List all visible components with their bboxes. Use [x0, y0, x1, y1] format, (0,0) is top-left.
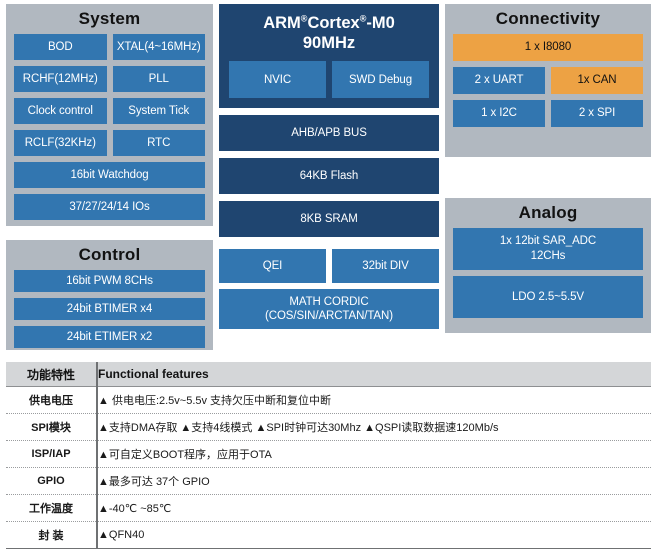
block-nvic[interactable]: NVIC [229, 61, 326, 99]
block-32bit-div[interactable]: 32bit DIV [332, 249, 439, 284]
row-label-package: 封 装 [6, 521, 97, 549]
cpu-title-arm: ARM [263, 14, 301, 32]
block-ldo[interactable]: LDO 2.5~5.5V [453, 275, 643, 318]
block-swd-debug[interactable]: SWD Debug [332, 61, 429, 99]
row-value-spi: ▲支持DMA存取 ▲支持4线模式 ▲SPI时钟可达30Mhz ▲QSPI读取数据… [96, 413, 651, 441]
block-spi[interactable]: 2 x SPI [551, 99, 643, 127]
block-btimer[interactable]: 24bit BTIMER x4 [14, 297, 205, 320]
table-row: 工作温度 ▲-40℃ ~85℃ [6, 494, 651, 522]
cordic-line-2: (COS/SIN/ARCTAN/TAN) [265, 310, 393, 323]
block-system-tick[interactable]: System Tick [112, 97, 205, 124]
panel-system: System BOD XTAL(4~16MHz) RCHF(12MHz) PLL… [6, 4, 213, 226]
panel-connectivity-title: Connectivity [495, 9, 601, 28]
block-i8080[interactable]: 1 x I8080 [453, 33, 643, 61]
block-ahb-apb-bus[interactable]: AHB/APB BUS [219, 115, 439, 152]
cpu-title-freq: 90MHz [302, 34, 356, 53]
cpu-title-m0: -M0 [366, 14, 395, 32]
functional-features-table: 功能特性 Functional features 供电电压 ▲ 供电电压:2.5… [6, 362, 651, 549]
sar-adc-label: 1x 12bit SAR_ADC 12CHs [499, 235, 597, 262]
block-math-cordic[interactable]: MATH CORDIC (COS/SIN/ARCTAN/TAN) [219, 289, 439, 330]
block-sram[interactable]: 8KB SRAM [219, 201, 439, 238]
connectivity-row-3: 1 x I2C 2 x SPI [453, 99, 643, 127]
panel-control-title: Control [78, 245, 141, 264]
block-pll[interactable]: PLL [112, 65, 205, 92]
panel-system-title: System [78, 9, 141, 28]
panel-analog: Analog 1x 12bit SAR_ADC 12CHs LDO 2.5~5.… [445, 198, 651, 333]
row-value-temperature: ▲-40℃ ~85℃ [96, 494, 651, 522]
block-rchf[interactable]: RCHF(12MHz) [14, 65, 107, 92]
row-label-isp-iap: ISP/IAP [6, 440, 97, 468]
block-sar-adc[interactable]: 1x 12bit SAR_ADC 12CHs [453, 227, 643, 270]
block-bod[interactable]: BOD [14, 33, 107, 60]
row-label-power: 供电电压 [6, 386, 97, 414]
row-label-temperature: 工作温度 [6, 494, 97, 522]
row-value-gpio: ▲最多可达 37个 GPIO [96, 467, 651, 495]
connectivity-row-2: 2 x UART 1x CAN [453, 66, 643, 94]
system-row-3: Clock control System Tick [14, 97, 205, 124]
system-row-2: RCHF(12MHz) PLL [14, 65, 205, 92]
system-row-4: RCLF(32KHz) RTC [14, 129, 205, 156]
table-header-col1: 功能特性 [6, 362, 97, 387]
row-label-gpio: GPIO [6, 467, 97, 495]
core-row-qei-div: QEI 32bit DIV [219, 249, 439, 284]
panel-analog-title: Analog [518, 203, 578, 222]
cpu-sub-row: NVIC SWD Debug [229, 61, 429, 99]
table-row: SPI模块 ▲支持DMA存取 ▲支持4线模式 ▲SPI时钟可达30Mhz ▲QS… [6, 413, 651, 441]
table-row: ISP/IAP ▲可自定义BOOT程序，应用于OTA [6, 440, 651, 468]
registered-icon-1: ® [300, 13, 308, 24]
panel-control: Control 16bit PWM 8CHs 24bit BTIMER x4 2… [6, 240, 213, 350]
block-ios[interactable]: 37/27/24/14 IOs [14, 193, 205, 220]
block-xtal[interactable]: XTAL(4~16MHz) [112, 33, 205, 60]
block-etimer[interactable]: 24bit ETIMER x2 [14, 325, 205, 348]
panel-connectivity: Connectivity 1 x I8080 2 x UART 1x CAN 1… [445, 4, 651, 157]
system-row-1: BOD XTAL(4~16MHz) [14, 33, 205, 60]
block-diagram: System BOD XTAL(4~16MHz) RCHF(12MHz) PLL… [6, 4, 651, 350]
table-header-col2: Functional features [96, 362, 651, 387]
block-clock-control[interactable]: Clock control [14, 97, 107, 124]
registered-icon-2: ® [359, 13, 367, 24]
cpu-title: ARM®Cortex®-M0 90MHz [229, 11, 429, 61]
table-row: 封 装 ▲QFN40 [6, 521, 651, 549]
cpu-block: ARM®Cortex®-M0 90MHz NVIC SWD Debug [219, 4, 439, 109]
block-i2c[interactable]: 1 x I2C [453, 99, 545, 127]
block-pwm[interactable]: 16bit PWM 8CHs [14, 269, 205, 292]
block-rclf[interactable]: RCLF(32KHz) [14, 129, 107, 156]
row-value-power: ▲ 供电电压:2.5v~5.5v 支持欠压中断和复位中断 [96, 386, 651, 414]
row-value-isp-iap: ▲可自定义BOOT程序，应用于OTA [96, 440, 651, 468]
block-rtc[interactable]: RTC [112, 129, 205, 156]
block-uart[interactable]: 2 x UART [453, 66, 545, 94]
cpu-title-cortex: Cortex [307, 14, 360, 32]
core-column: ARM®Cortex®-M0 90MHz NVIC SWD Debug AHB/… [219, 4, 439, 350]
table-row: GPIO ▲最多可达 37个 GPIO [6, 467, 651, 495]
table-row: 供电电压 ▲ 供电电压:2.5v~5.5v 支持欠压中断和复位中断 [6, 386, 651, 414]
row-value-package: ▲QFN40 [96, 521, 651, 549]
cordic-line-1: MATH CORDIC [289, 295, 369, 308]
block-qei[interactable]: QEI [219, 249, 326, 284]
row-label-spi: SPI模块 [6, 413, 97, 441]
table-header-row: 功能特性 Functional features [6, 362, 651, 387]
block-can[interactable]: 1x CAN [551, 66, 643, 94]
block-watchdog[interactable]: 16bit Watchdog [14, 161, 205, 188]
block-flash[interactable]: 64KB Flash [219, 158, 439, 195]
